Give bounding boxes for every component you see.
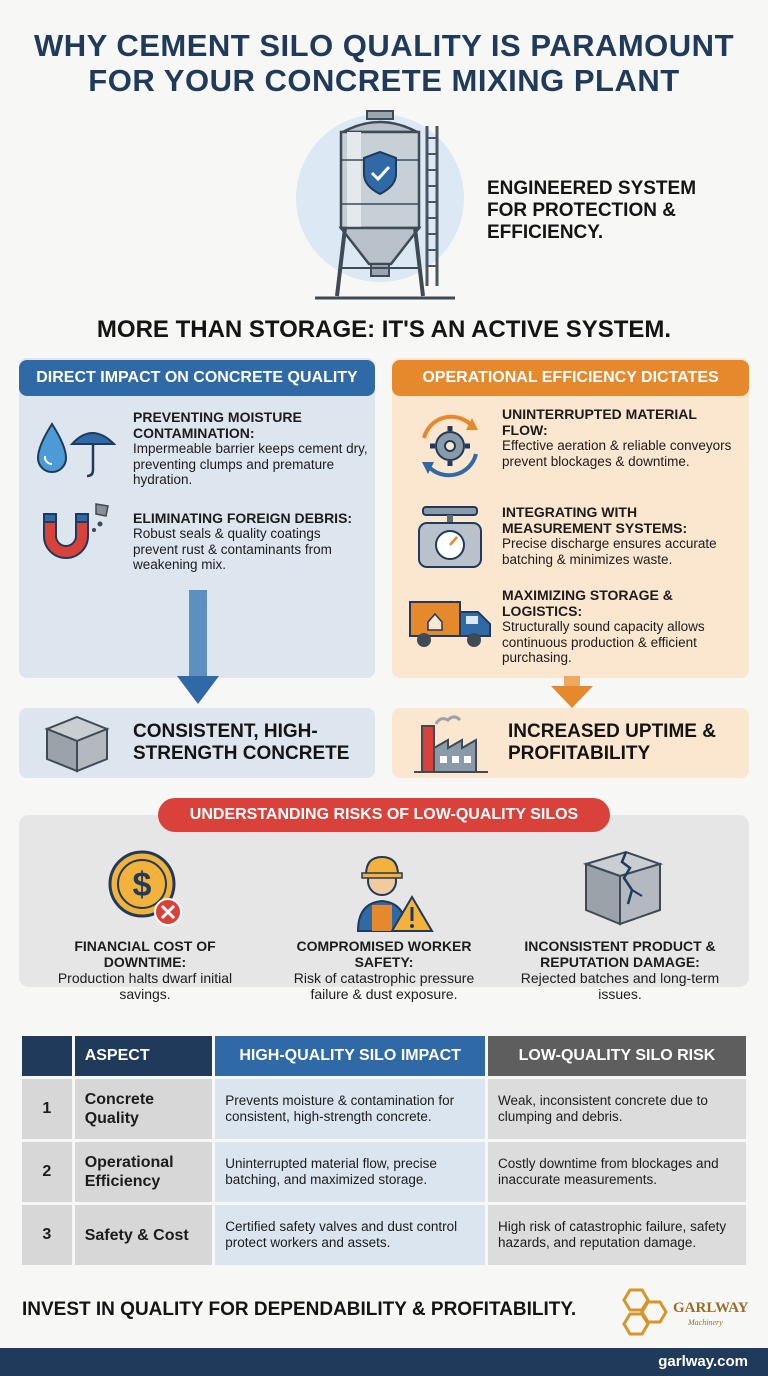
row-number: 3 (22, 1205, 72, 1265)
efficiency-result: INCREASED UPTIME & PROFITABILITY (392, 708, 749, 778)
row-aspect: Concrete Quality (74, 1079, 213, 1139)
gear-cycle-icon (422, 414, 478, 478)
quality-item-2: ELIMINATING FOREIGN DEBRIS: Robust seals… (133, 510, 368, 573)
arrow-down-orange-icon (551, 676, 593, 708)
risks-header: UNDERSTANDING RISKS OF LOW-QUALITY SILOS (158, 798, 610, 832)
logo-hexagon-icon (622, 1288, 668, 1336)
water-drop-umbrella-icon (36, 422, 117, 478)
risk-item-3-title: INCONSISTENT PRODUCT & REPUTATION DAMAGE… (524, 938, 716, 970)
efficiency-panel-header: OPERATIONAL EFFICIENCY DICTATES (392, 360, 749, 396)
comparison-table: ASPECT HIGH-QUALITY SILO IMPACT LOW-QUAL… (19, 1033, 749, 1268)
magnet-icon (43, 503, 109, 559)
efficiency-item-2-title: INTEGRATING WITH MEASUREMENT SYSTEMS: (502, 504, 688, 536)
efficiency-item-2: INTEGRATING WITH MEASUREMENT SYSTEMS: Pr… (502, 504, 742, 567)
row-low-risk: Weak, inconsistent concrete due to clump… (487, 1079, 746, 1139)
efficiency-item-3: MAXIMIZING STORAGE & LOGISTICS: Structur… (502, 587, 742, 666)
efficiency-item-1: UNINTERRUPTED MATERIAL FLOW: Effective a… (502, 406, 742, 469)
risk-item-1-body: Production halts dwarf initial savings. (57, 970, 233, 1002)
efficiency-item-2-body: Precise discharge ensures accurate batch… (502, 536, 717, 567)
quality-item-2-body: Robust seals & quality coatings prevent … (133, 526, 332, 572)
footer-bar (0, 1348, 768, 1376)
logo-name: GARLWAY (673, 1300, 749, 1316)
scale-icon (418, 506, 482, 568)
row-aspect: Operational Efficiency (74, 1142, 213, 1202)
quality-result: CONSISTENT, HIGH-STRENGTH CONCRETE (19, 708, 375, 778)
title-line-2: FOR YOUR CONCRETE MIXING PLANT (88, 63, 680, 98)
risk-item-1-title: FINANCIAL COST OF DOWNTIME: (74, 938, 216, 970)
arrow-down-icon (177, 590, 219, 704)
page-title: WHY CEMENT SILO QUALITY IS PARAMOUNT FOR… (0, 28, 768, 98)
efficiency-result-text: INCREASED UPTIME & PROFITABILITY (508, 721, 716, 764)
svg-text:$: $ (133, 866, 152, 904)
title-line-1: WHY CEMENT SILO QUALITY IS PARAMOUNT (33, 28, 734, 63)
header-low-quality: LOW-QUALITY SILO RISK (487, 1036, 746, 1076)
risk-item-3: INCONSISTENT PRODUCT & REPUTATION DAMAGE… (520, 938, 720, 1002)
risk-item-2-body: Risk of catastrophic pressure failure & … (293, 970, 475, 1002)
row-number: 2 (22, 1142, 72, 1202)
quality-panel-header: DIRECT IMPACT ON CONCRETE QUALITY (19, 360, 375, 396)
header-high-quality: HIGH-QUALITY SILO IMPACT (215, 1036, 485, 1076)
header-aspect: ASPECT (74, 1036, 213, 1076)
row-high-impact: Prevents moisture & contamination for co… (215, 1079, 485, 1139)
efficiency-item-1-body: Effective aeration & reliable conveyors … (502, 438, 732, 469)
efficiency-item-3-title: MAXIMIZING STORAGE & LOGISTICS: (502, 587, 673, 619)
footer-tagline: INVEST IN QUALITY FOR DEPENDABILITY & PR… (22, 1299, 577, 1320)
hero-tagline: ENGINEERED SYSTEM FOR PROTECTION & EFFIC… (487, 178, 697, 243)
efficiency-item-3-body: Structurally sound capacity allows conti… (502, 619, 705, 665)
website-link[interactable]: garlway.com (658, 1353, 748, 1370)
risk-item-1: FINANCIAL COST OF DOWNTIME: Production h… (50, 938, 240, 1002)
quality-item-1-title: PREVENTING MOISTURE CONTAMINATION: (133, 409, 302, 441)
cracked-block-icon (582, 850, 664, 926)
table-header-row: ASPECT HIGH-QUALITY SILO IMPACT LOW-QUAL… (22, 1036, 746, 1076)
table-row: 1 Concrete Quality Prevents moisture & c… (22, 1079, 746, 1139)
efficiency-item-1-title: UNINTERRUPTED MATERIAL FLOW: (502, 406, 697, 438)
table-row: 3 Safety & Cost Certified safety valves … (22, 1205, 746, 1265)
row-aspect: Safety & Cost (74, 1205, 213, 1265)
header-number (22, 1036, 72, 1076)
quality-result-text: CONSISTENT, HIGH-STRENGTH CONCRETE (133, 721, 350, 764)
risk-item-2: COMPROMISED WORKER SAFETY: Risk of catas… (286, 938, 482, 1002)
section-subheading: MORE THAN STORAGE: IT'S AN ACTIVE SYSTEM… (96, 316, 672, 343)
risk-item-3-body: Rejected batches and long-term issues. (520, 970, 720, 1002)
quality-item-1-body: Impermeable barrier keeps cement dry, pr… (133, 441, 368, 487)
risk-item-2-title: COMPROMISED WORKER SAFETY: (296, 938, 472, 970)
row-low-risk: Costly downtime from blockages and inacc… (487, 1142, 746, 1202)
logo-subtitle: Machinery (688, 1318, 723, 1327)
factory-icon (414, 715, 488, 773)
row-low-risk: High risk of catastrophic failure, safet… (487, 1205, 746, 1265)
row-high-impact: Certified safety valves and dust control… (215, 1205, 485, 1265)
worker-warning-icon (356, 855, 434, 932)
row-high-impact: Uninterrupted material flow, precise bat… (215, 1142, 485, 1202)
dollar-coin-icon: $ (108, 850, 182, 926)
quality-item-1: PREVENTING MOISTURE CONTAMINATION: Imper… (133, 409, 368, 488)
concrete-block-icon (44, 715, 110, 773)
truck-icon (409, 601, 491, 647)
silo-icon (296, 110, 464, 300)
table-row: 2 Operational Efficiency Uninterrupted m… (22, 1142, 746, 1202)
quality-item-2-title: ELIMINATING FOREIGN DEBRIS: (133, 510, 353, 526)
row-number: 1 (22, 1079, 72, 1139)
